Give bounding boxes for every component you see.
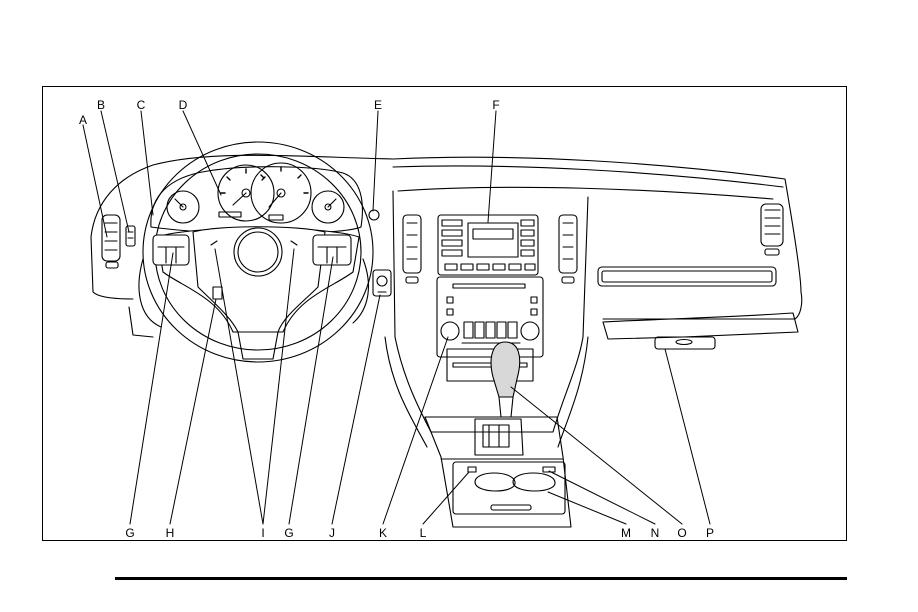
label-o: O [677,526,686,540]
climate-knob-k [441,322,459,340]
cupholder-tray [453,462,565,514]
label-l: L [420,526,427,540]
label-f: F [492,98,499,112]
steering-wheel [139,142,373,362]
label-p: P [706,526,714,540]
audio-system-f [438,215,538,275]
label-j: J [329,526,335,540]
ignition-switch [369,210,391,296]
headlamp-knob-e [369,210,379,220]
climate-control-panel [437,277,543,357]
label-k: K [379,526,387,540]
label-g-right: G [284,526,293,540]
shift-lever-o [491,342,520,397]
cupholder-left [475,473,515,491]
dashboard-diagram: A B C D E F G H I G J K L M N O P [42,86,847,541]
label-n: N [651,526,660,540]
label-m: M [621,526,631,540]
label-i: I [261,526,264,540]
left-spoke-controls [153,235,189,265]
label-b: B [97,98,105,112]
label-e: E [374,98,382,112]
label-a: A [79,113,87,127]
instrument-cluster [151,163,363,234]
center-stack [385,191,588,447]
page-rule [115,577,847,580]
console-switch-l [468,467,476,472]
label-h: H [166,526,175,540]
cupholder-right [513,473,555,491]
leader-lines [83,111,710,524]
label-g-left: G [125,526,134,540]
dashboard-line-art: A B C D E F G H I G J K L M N O P [43,87,848,542]
label-c: C [137,98,146,112]
label-d: D [179,98,188,112]
